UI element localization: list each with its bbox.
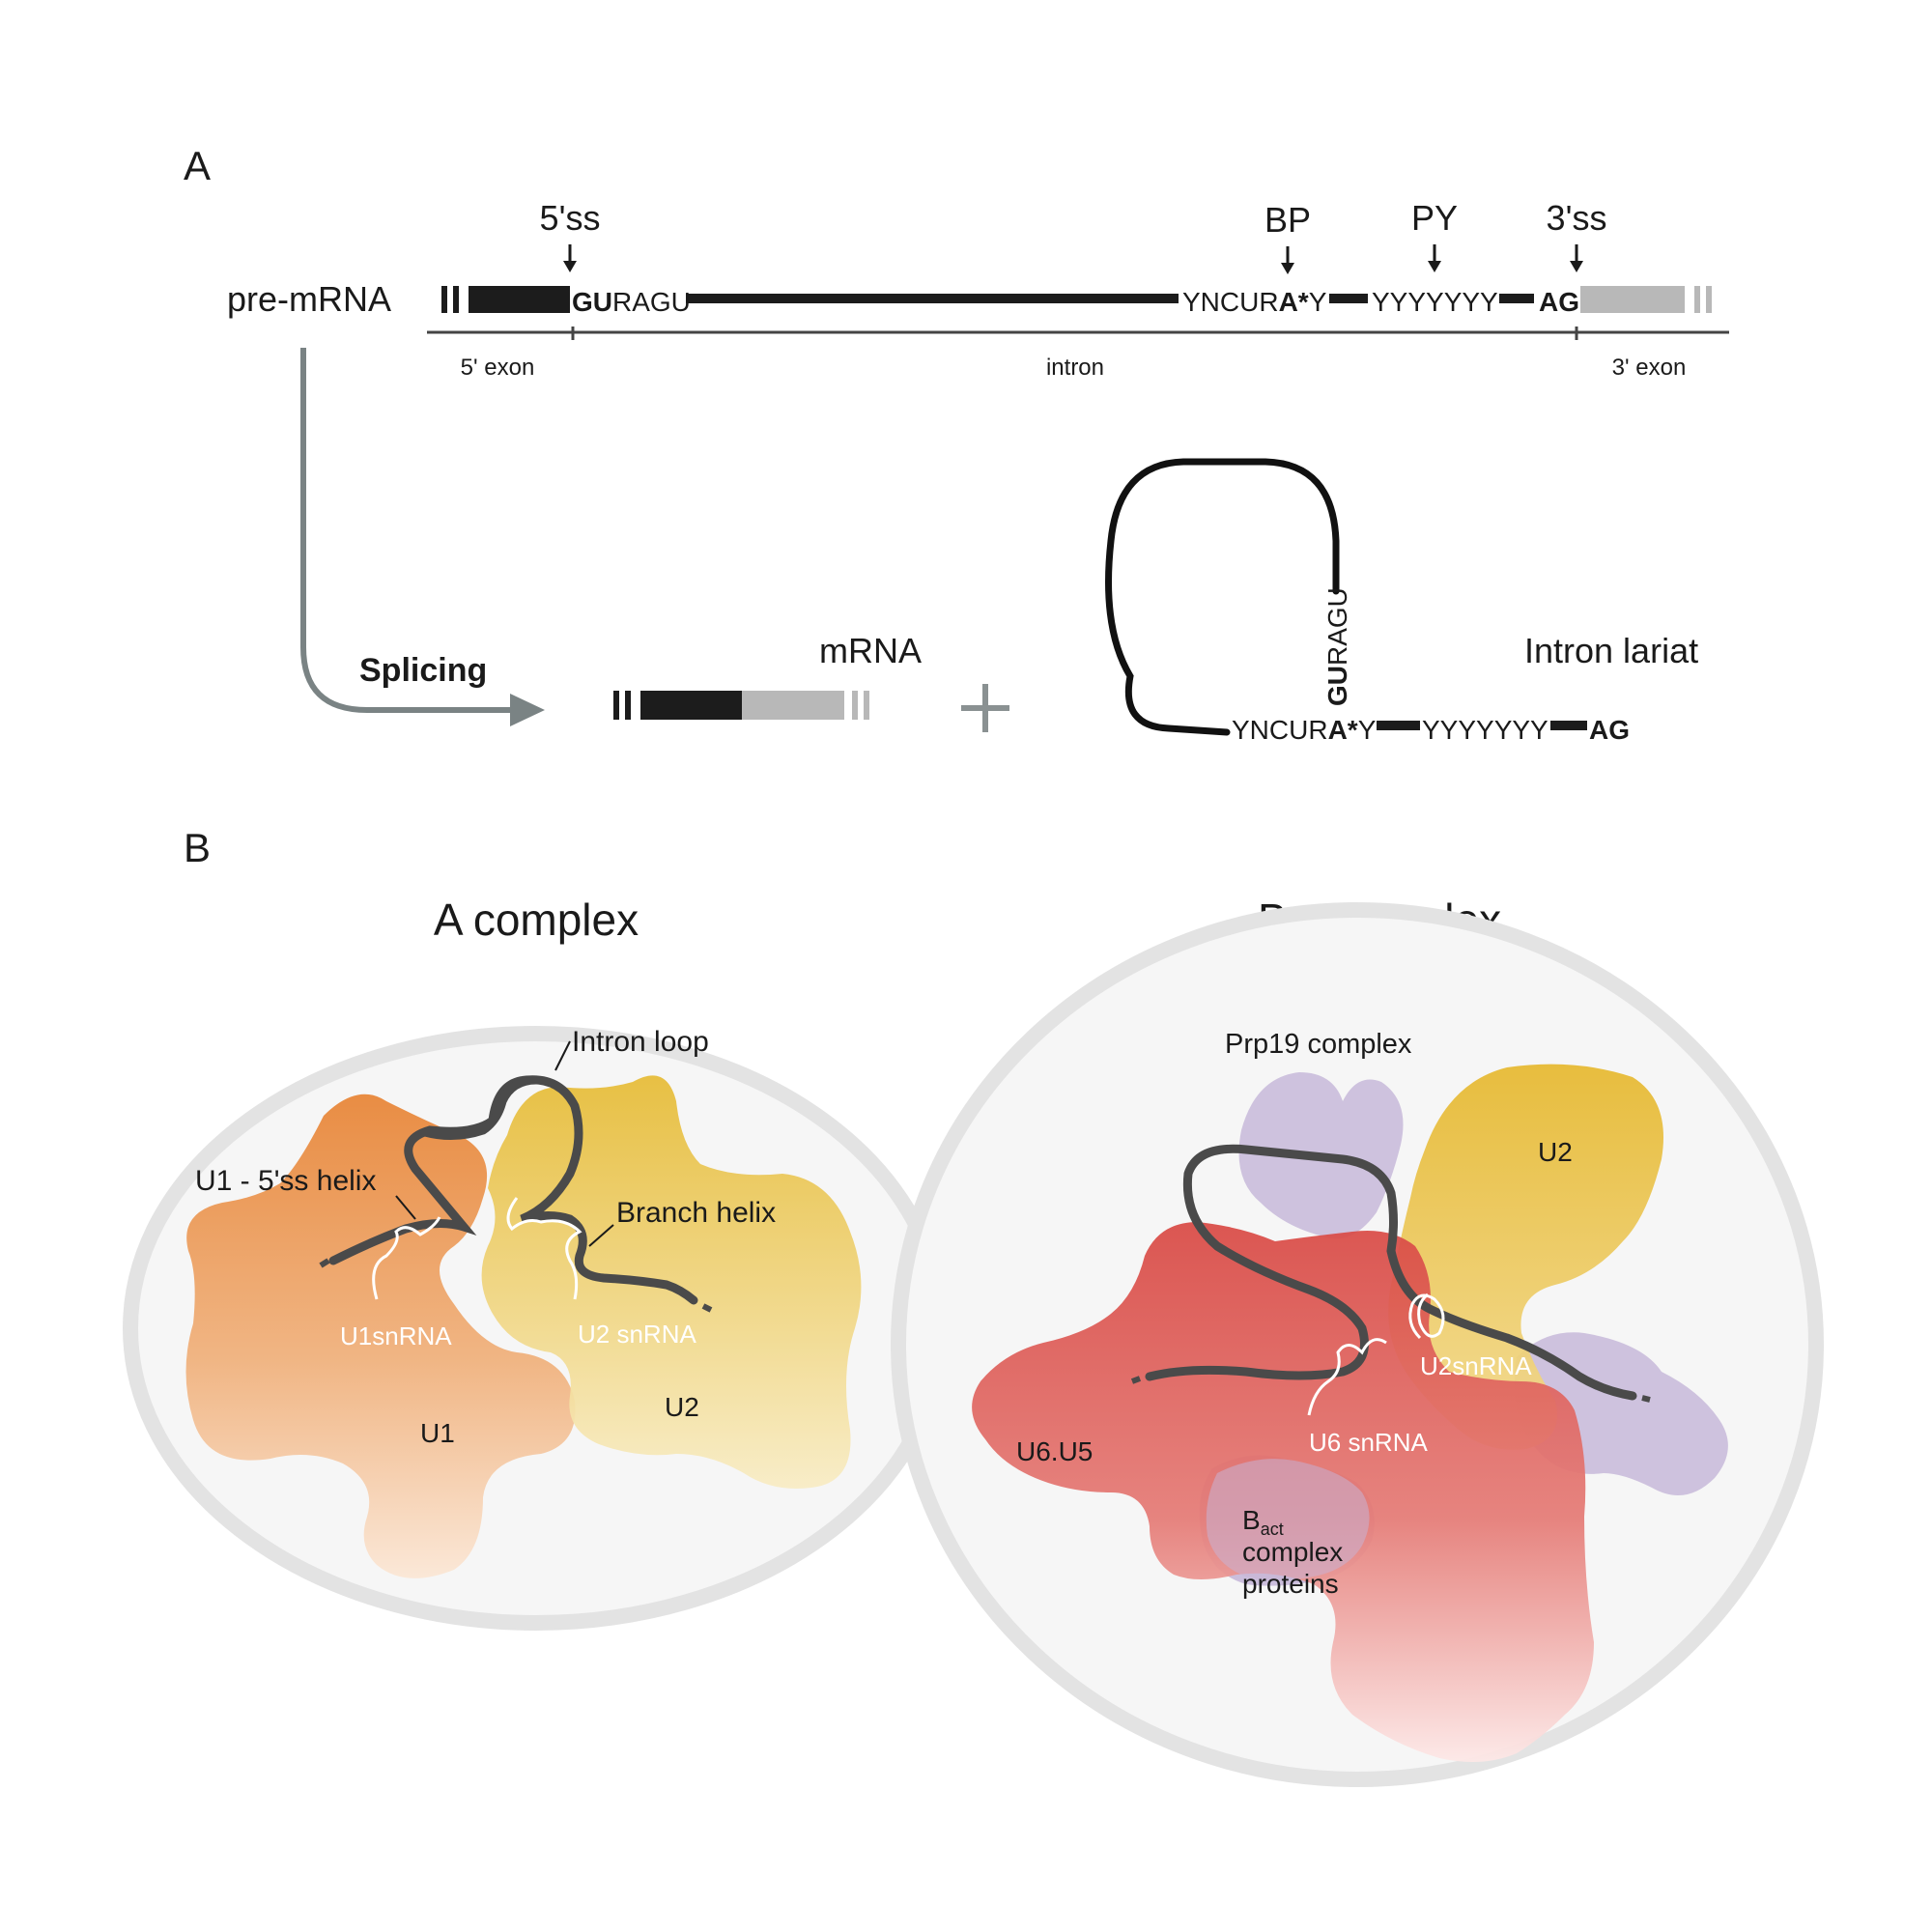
branch-helix-label: Branch helix [616, 1197, 776, 1229]
mrna-tick-4 [864, 691, 869, 720]
lariat-seq-5ss: GURAGU [1322, 587, 1352, 706]
u2-label-b: U2 [1538, 1137, 1573, 1167]
u6snrna-squiggle [1307, 1338, 1387, 1416]
a-strand-dashes [319, 1258, 713, 1313]
seq-gu: GU [572, 287, 612, 317]
bact-prot-b: B [1242, 1505, 1261, 1535]
lariat-a-star: A* [1328, 715, 1358, 745]
a-intron-strand [328, 1075, 698, 1305]
lariat-gu: GU [1322, 666, 1352, 706]
seq-ag: AG [1539, 287, 1579, 317]
region-axis [427, 327, 1729, 340]
intron-loop-leader [554, 1040, 571, 1071]
seq-5ss: GURAGU [572, 287, 691, 317]
u6snrna-label: U6 snRNA [1309, 1428, 1428, 1457]
u2snrna-label-b: U2snRNA [1420, 1351, 1532, 1380]
mrna-exon3 [742, 691, 844, 720]
mrna-label: mRNA [819, 631, 922, 670]
site-py-label: PY [1411, 198, 1458, 238]
lariat-py: YYYYYYY [1422, 715, 1548, 745]
panel-a-letter: A [184, 143, 211, 188]
lariat-ragu: RAGU [1322, 587, 1352, 666]
lariat-yncur: YNCUR [1232, 715, 1328, 745]
u2-blob-b [1388, 1064, 1663, 1450]
a-complex-title: A complex [434, 895, 639, 945]
lariat-line-2 [1550, 721, 1587, 730]
lariat-y: Y [1358, 715, 1377, 745]
mrna-tick-2 [625, 691, 631, 720]
u2snrna-label-a: U2 snRNA [578, 1320, 696, 1349]
bact-proteins-label-1: Bact [1242, 1505, 1284, 1539]
seq-bp: YNCURA*Y [1182, 287, 1327, 317]
intron-line-2 [1329, 294, 1368, 303]
lariat-label: Intron lariat [1524, 631, 1698, 670]
u1snrna-squiggle [372, 1216, 441, 1300]
a-intron-loop-top [420, 1075, 541, 1140]
bact-strand-dashes [1130, 1376, 1651, 1403]
u1snrna-label: U1snRNA [340, 1321, 452, 1350]
splicing-arrow [300, 348, 512, 713]
mrna-exon5 [640, 691, 742, 720]
bact-intron-strand [1145, 1144, 1637, 1401]
lariat-seq-bp: YNCURA*Y [1232, 715, 1377, 745]
u1-helix-leader [395, 1195, 416, 1220]
u1-helix-label: U1 - 5'ss helix [195, 1165, 376, 1197]
u6u5-label: U6.U5 [1016, 1436, 1093, 1466]
lariat-line-1 [1377, 721, 1420, 730]
site-arrows [563, 244, 1583, 274]
mrna-product [613, 691, 869, 720]
branch-helix-leader [588, 1224, 614, 1247]
arrowhead-py [1428, 261, 1441, 272]
pre-mrna-strand [441, 286, 1712, 313]
plus-icon [961, 684, 1009, 732]
seq-py: YYYYYYY [1372, 287, 1498, 317]
u2-label-a: U2 [665, 1392, 699, 1422]
bact-prot-sub: act [1261, 1520, 1284, 1539]
arrowhead-5ss [563, 261, 577, 272]
seq-ragu: RAGU [612, 287, 691, 317]
u1-blob [185, 1094, 576, 1578]
lariat-loop [1105, 458, 1340, 736]
panel-b-letter: B [184, 825, 211, 870]
mrna-tick-1 [613, 691, 619, 720]
mrna-tick-3 [852, 691, 858, 720]
exon3-label: 3' exon [1612, 355, 1687, 381]
pre-mrna-label: pre-mRNA [227, 279, 391, 319]
bact-proteins-label-2: complex [1242, 1537, 1343, 1567]
exon5-block [469, 286, 570, 313]
arrowhead-3ss [1570, 261, 1583, 272]
splicing-arrowhead [510, 694, 545, 726]
arrowhead-bp [1281, 263, 1294, 274]
u1-label: U1 [420, 1418, 455, 1448]
u2snrna-squiggle [506, 1197, 582, 1300]
site-bp-label: BP [1264, 200, 1311, 240]
exon5-tick-2 [453, 286, 459, 313]
seq-yncur: YNCUR [1182, 287, 1279, 317]
exon5-label: 5' exon [461, 355, 535, 381]
intron-label: intron [1046, 355, 1104, 381]
site-5ss-label: 5'ss [540, 198, 601, 238]
intron-line-3 [1499, 294, 1534, 303]
splicing-label: Splicing [359, 652, 487, 689]
lariat-ag: AG [1589, 715, 1630, 745]
intron-line-1 [686, 294, 1179, 303]
seq-a-star: A* [1279, 287, 1309, 317]
intron-loop-label: Intron loop [572, 1026, 709, 1058]
exon3-tick-1 [1694, 286, 1700, 313]
seq-y: Y [1309, 287, 1327, 317]
exon5-tick-1 [441, 286, 447, 313]
site-3ss-label: 3'ss [1547, 198, 1607, 238]
bact-proteins-label-3: proteins [1242, 1569, 1339, 1599]
exon3-block [1580, 286, 1685, 313]
bact-proteins-overlay [1206, 1459, 1370, 1580]
exon3-tick-2 [1706, 286, 1712, 313]
prp19-label: Prp19 complex [1225, 1029, 1412, 1060]
u2snrna-squiggle-b [1408, 1293, 1445, 1340]
